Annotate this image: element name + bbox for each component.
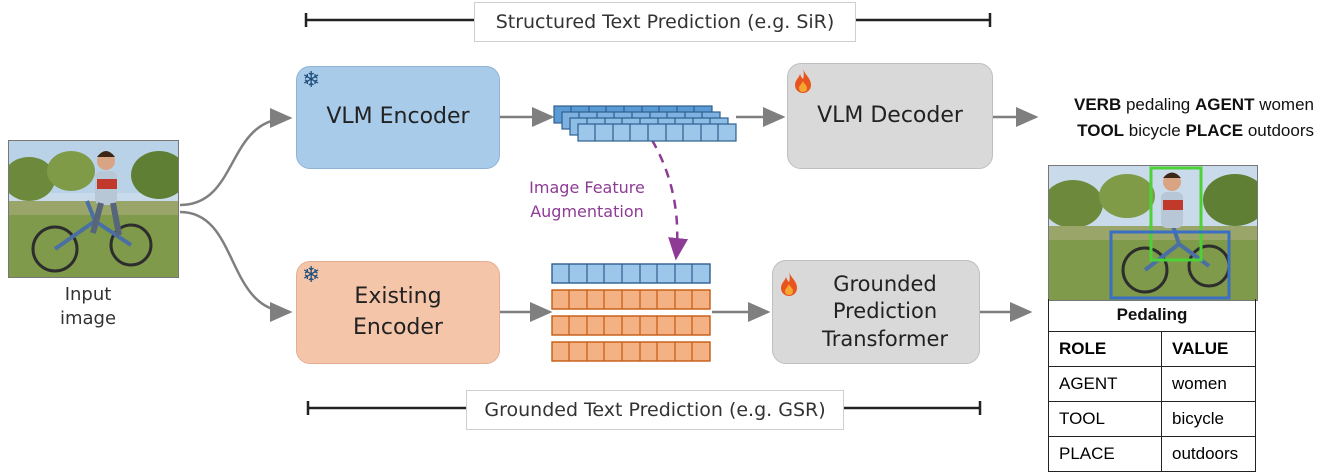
table-cell-role: TOOL (1048, 401, 1162, 437)
table-cell-value: outdoors (1161, 436, 1256, 472)
table-header-row: ROLE VALUE (1048, 331, 1256, 367)
existing-feature-tokens (551, 263, 711, 362)
tool-bounding-box (1109, 230, 1231, 300)
table-row: AGENT women (1048, 366, 1256, 402)
table-cell-role: PLACE (1048, 436, 1162, 472)
grounded-output-graphic (1049, 166, 1257, 300)
bottom-range-label-text: Grounded Text Prediction (e.g. GSR) (484, 399, 826, 421)
input-to-existing-encoder-arrow (179, 210, 293, 322)
table-row: PLACE outdoors (1048, 436, 1256, 472)
table-header-role: ROLE (1048, 331, 1162, 367)
existing-encoder-label: Existing Encoder (353, 283, 443, 340)
top-range-label: Structured Text Prediction (e.g. SiR) (474, 2, 856, 42)
augmentation-arrow (650, 139, 689, 261)
output-role-place: PLACE (1185, 121, 1244, 140)
top-range-label-text: Structured Text Prediction (e.g. SiR) (495, 11, 835, 33)
output-value-verb: pedaling (1121, 95, 1195, 114)
existing-encoder-box: Existing Encoder (296, 261, 500, 364)
grounded-transformer-label: Grounded Prediction Transformer (821, 272, 948, 351)
table-cell-value: women (1161, 366, 1256, 402)
table-title: Pedaling (1048, 299, 1256, 331)
fire-icon (795, 69, 811, 93)
grounded-output-table: Pedaling ROLE VALUE AGENT women TOOL bic… (1048, 299, 1256, 472)
table-row: TOOL bicycle (1048, 401, 1256, 437)
input-image-graphic (9, 141, 178, 277)
structured-output-line-1: VERB pedaling AGENT women (1030, 92, 1314, 118)
input-image-label: Input image (59, 284, 117, 330)
input-image (8, 140, 179, 278)
augmentation-label: Image Feature Augmentation (529, 178, 645, 221)
table-cell-value: bicycle (1161, 401, 1256, 437)
grounded-transformer-box: Grounded Prediction Transformer (772, 260, 980, 364)
fire-icon (781, 272, 797, 296)
output-role-verb: VERB (1074, 95, 1122, 114)
output-role-tool: TOOL (1077, 121, 1125, 140)
vlm-decoder-box: VLM Decoder (787, 63, 993, 169)
vlm-decoder-label: VLM Decoder (817, 102, 963, 128)
bottom-range-label: Grounded Text Prediction (e.g. GSR) (466, 390, 844, 430)
output-value-tool: bicycle (1124, 121, 1186, 140)
output-value-place: outdoors (1243, 121, 1314, 140)
role-value-table: ROLE VALUE AGENT women TOOL bicycle PLAC… (1048, 331, 1256, 472)
table-cell-role: AGENT (1048, 366, 1162, 402)
vlm-encoder-box: VLM Encoder (296, 66, 500, 169)
vlm-feature-tokens (553, 105, 737, 142)
snowflake-icon: ❄ (302, 263, 321, 288)
structured-output-line-2: TOOL bicycle PLACE outdoors (1030, 118, 1314, 144)
table-header-value: VALUE (1161, 331, 1256, 367)
input-to-vlm-encoder-arrow (179, 108, 293, 207)
structured-output-text: VERB pedaling AGENT women TOOL bicycle P… (1030, 92, 1314, 144)
output-value-agent: women (1254, 95, 1314, 114)
agent-bounding-box (1149, 166, 1203, 262)
grounded-output-image (1048, 165, 1258, 301)
vlm-encoder-label: VLM Encoder (326, 104, 470, 130)
output-role-agent: AGENT (1194, 95, 1255, 114)
snowflake-icon: ❄ (302, 68, 321, 93)
